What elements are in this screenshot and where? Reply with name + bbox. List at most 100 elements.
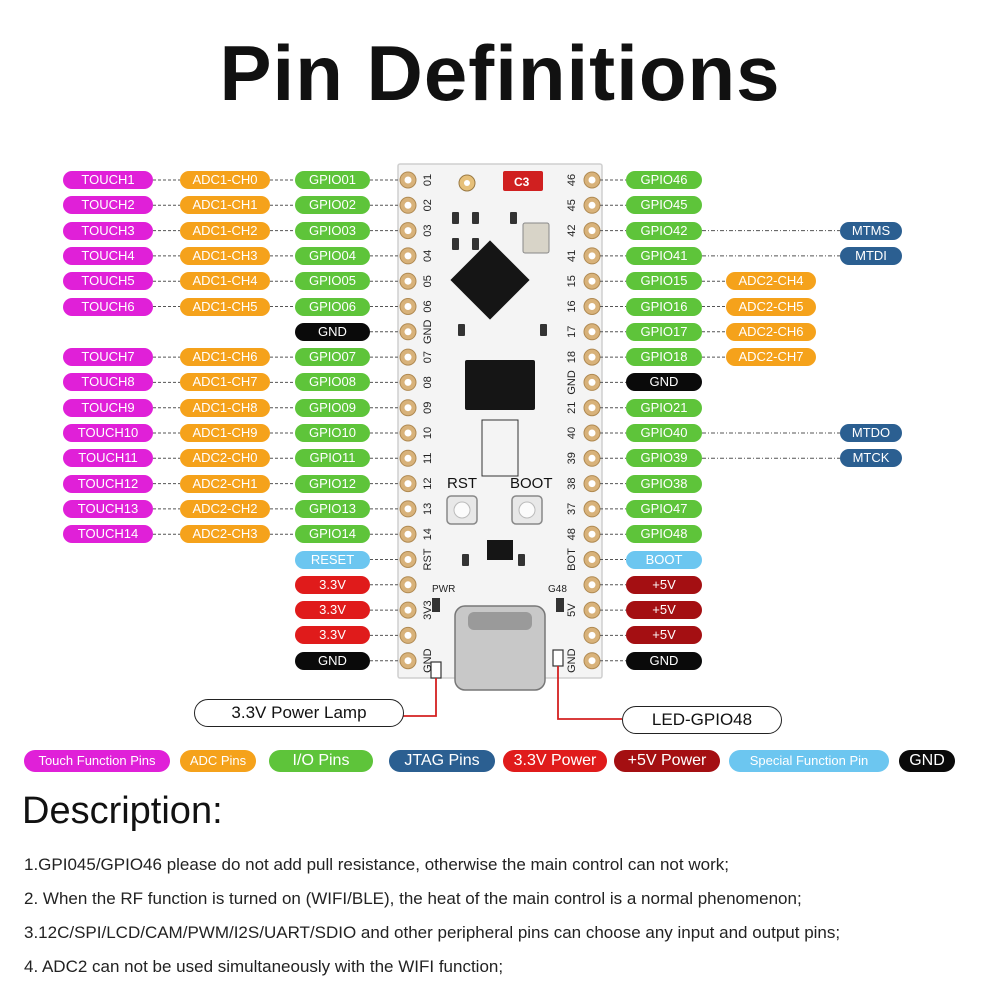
jtag-label: MTCK — [840, 449, 902, 468]
legend-item: +5V Power — [614, 750, 720, 772]
right-pin-label: GPIO17 — [626, 322, 702, 341]
pin-pad — [583, 601, 601, 619]
legend-item: 3.3V Power — [503, 750, 607, 772]
board-body — [397, 163, 603, 679]
pin-pad — [399, 576, 417, 594]
adc-label: ADC1-CH3 — [180, 246, 270, 265]
silk-label: 46 — [566, 174, 578, 186]
pin-pad — [399, 525, 417, 543]
adc-label: ADC1-CH7 — [180, 373, 270, 392]
silk-label: 08 — [422, 376, 434, 388]
pin-hole — [404, 176, 412, 184]
pin-hole — [404, 429, 412, 437]
pin-hole — [404, 353, 412, 361]
touch-label: TOUCH3 — [63, 221, 153, 240]
adc-label: ADC1-CH5 — [180, 297, 270, 316]
pin-pad — [399, 272, 417, 290]
pin-pad — [399, 551, 417, 568]
pin-pad — [399, 475, 417, 493]
left-pin-label: GPIO07 — [295, 348, 370, 367]
c3-component — [503, 171, 543, 191]
adc-label: ADC2-CH0 — [180, 449, 270, 468]
flash-chip — [465, 360, 535, 410]
pin-pad — [583, 576, 601, 594]
right-pin-label: BOOT — [626, 550, 702, 569]
smd-part — [458, 324, 465, 336]
silk-label: BOT — [566, 548, 578, 571]
silk-label: 02 — [422, 199, 434, 211]
silk-label: GND — [566, 648, 578, 673]
smd-part — [510, 212, 517, 224]
silk-label: 18 — [566, 351, 578, 363]
right-pin-label: GPIO47 — [626, 499, 702, 518]
pin-pad — [399, 298, 417, 315]
legend-item: Touch Function Pins — [24, 750, 170, 772]
silk-label: 16 — [566, 300, 578, 312]
pin-hole — [588, 429, 596, 437]
pin-pad — [583, 626, 601, 644]
pin-hole — [588, 505, 596, 513]
touch-label: TOUCH12 — [63, 474, 153, 493]
power-lamp-pointer — [402, 678, 437, 717]
pin-hole — [588, 201, 596, 209]
pin-hole — [588, 606, 596, 614]
reset-button — [446, 495, 478, 525]
rst-silk-label: RST — [447, 475, 477, 492]
right-pin-label: GPIO42 — [626, 221, 702, 240]
right-pin-label: GPIO39 — [626, 449, 702, 468]
pin-hole — [404, 303, 412, 310]
pin-hole — [588, 328, 596, 336]
pin-hole — [588, 631, 596, 639]
pin-pad — [583, 424, 601, 442]
left-pin-label: GPIO03 — [295, 221, 370, 240]
usb-c-opening — [468, 612, 532, 630]
silk-label: 45 — [566, 199, 578, 211]
pin-hole — [404, 328, 412, 336]
adc-label: ADC2-CH4 — [726, 272, 816, 291]
right-pin-label: GPIO18 — [626, 348, 702, 367]
jtag-label: MTMS — [840, 221, 902, 240]
touch-label: TOUCH5 — [63, 272, 153, 291]
description-line-2: 2. When the RF function is turned on (WI… — [24, 889, 802, 908]
smd-part — [472, 238, 479, 250]
touch-label: TOUCH7 — [63, 348, 153, 367]
silk-label: 38 — [566, 477, 578, 489]
pin-hole — [588, 404, 596, 412]
pin-hole — [588, 252, 596, 260]
pin-pad — [583, 323, 601, 341]
led-pointer — [557, 666, 622, 720]
adc-label: ADC2-CH5 — [726, 297, 816, 316]
pin-hole — [404, 277, 412, 285]
left-pin-label: RESET — [295, 550, 370, 569]
pin-pad — [399, 399, 417, 417]
right-pin-label: GPIO38 — [626, 474, 702, 493]
left-pin-label: GPIO01 — [295, 171, 370, 189]
crystal-oscillator — [522, 222, 550, 254]
touch-label: TOUCH11 — [63, 449, 153, 468]
silk-label: 09 — [422, 402, 434, 414]
legend-item: I/O Pins — [269, 750, 373, 772]
pin-pad — [583, 247, 601, 265]
pin-hole — [404, 581, 412, 589]
left-pin-label: GPIO02 — [295, 196, 370, 215]
antenna-connector — [458, 174, 476, 192]
pin-hole — [404, 631, 412, 639]
legend-item: ADC Pins — [180, 750, 256, 772]
pin-hole — [588, 378, 596, 386]
touch-label: TOUCH9 — [63, 398, 153, 417]
description-line-4: 4. ADC2 can not be used simultaneously w… — [24, 957, 504, 976]
pin-pad — [399, 323, 417, 341]
pin-hole — [404, 606, 412, 614]
boot-silk-label: BOOT — [510, 475, 553, 492]
pin-hole — [588, 353, 596, 361]
page-title: Pin Definitions — [219, 29, 781, 117]
right-pin-label: GND — [626, 373, 702, 392]
right-pin-label: GPIO46 — [626, 171, 702, 189]
pin-pad — [399, 348, 417, 366]
left-pin-label: GPIO05 — [295, 272, 370, 291]
silk-label: 12 — [422, 477, 434, 489]
smd-part — [432, 598, 440, 612]
pin-pad — [399, 196, 417, 214]
pin-pad — [583, 171, 601, 189]
